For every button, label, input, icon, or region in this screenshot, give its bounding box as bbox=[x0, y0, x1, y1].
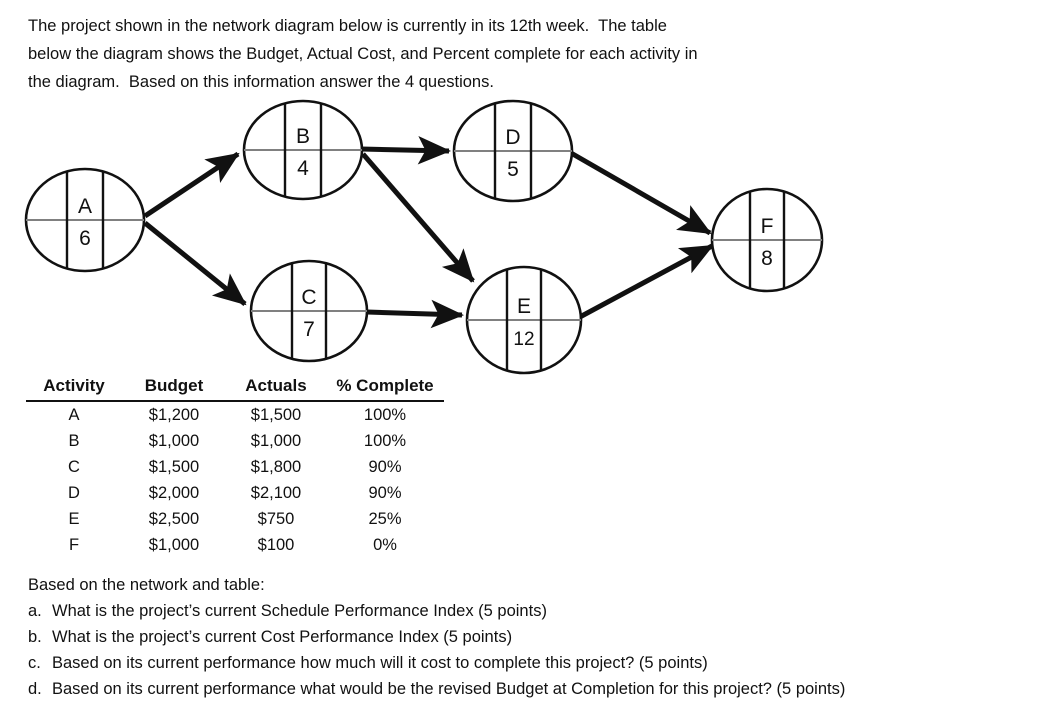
cell-percent: 25% bbox=[368, 510, 402, 528]
cell-actuals: $1,500 bbox=[250, 406, 302, 424]
table-row: C $1,500 $1,800 90% bbox=[26, 454, 444, 480]
cell-budget: $2,000 bbox=[148, 484, 200, 502]
network-node-e: E 12 bbox=[465, 265, 583, 375]
cell-actuals: $1,000 bbox=[250, 432, 302, 450]
network-node-b: B4 bbox=[242, 99, 364, 201]
cell-activity: A bbox=[68, 406, 80, 424]
node-duration-a: 6 bbox=[79, 227, 91, 250]
table-row: E $2,500 $750 25% bbox=[26, 506, 444, 532]
cell-budget: $1,200 bbox=[148, 406, 200, 424]
intro-line-2: below the diagram shows the Budget, Actu… bbox=[28, 45, 698, 63]
edges-group bbox=[143, 136, 714, 329]
network-node-a: A6 bbox=[24, 167, 146, 273]
question-text: What is the project’s current Schedule P… bbox=[52, 602, 547, 620]
edge-d-f bbox=[569, 150, 712, 236]
question-item-c: c. Based on its current performance how m… bbox=[28, 650, 1038, 676]
cell-budget: $1,000 bbox=[148, 432, 200, 450]
node-duration-e: 12 bbox=[513, 329, 534, 350]
cell-percent: 100% bbox=[363, 406, 407, 424]
cell-activity: B bbox=[68, 432, 80, 450]
cell-budget: $2,500 bbox=[148, 510, 200, 528]
cell-activity: F bbox=[68, 536, 80, 554]
question-item-b: b. What is the project’s current Cost Per… bbox=[28, 624, 1038, 650]
edge-b-e bbox=[361, 152, 475, 283]
question-item-d: d. Based on its current performance what … bbox=[28, 676, 1038, 702]
node-duration-c: 7 bbox=[303, 318, 315, 341]
questions-block: Based on the network and table: a. What i… bbox=[28, 572, 1038, 702]
edge-e-f bbox=[576, 243, 714, 321]
node-letter-a: A bbox=[78, 195, 92, 218]
questions-list: a. What is the project’s current Schedule… bbox=[28, 598, 1038, 702]
question-text: Based on its current performance how muc… bbox=[52, 654, 708, 672]
table-header-row: Activity Budget Actuals % Complete bbox=[26, 376, 444, 402]
cell-percent: 90% bbox=[368, 484, 402, 502]
column-header-percent: % Complete bbox=[326, 376, 444, 402]
network-node-f: F8 bbox=[710, 187, 824, 293]
intro-line-1: The project shown in the network diagram… bbox=[28, 17, 667, 35]
node-duration-d: 5 bbox=[507, 158, 519, 181]
node-duration-f: 8 bbox=[761, 247, 773, 270]
cell-activity: D bbox=[68, 484, 80, 502]
cell-percent: 0% bbox=[373, 536, 397, 554]
question-marker: c. bbox=[28, 654, 41, 672]
cell-actuals: $750 bbox=[257, 510, 295, 528]
node-duration-b: 4 bbox=[297, 157, 309, 180]
node-letter-e: E bbox=[517, 295, 531, 318]
cell-actuals: $2,100 bbox=[250, 484, 302, 502]
table-row: F $1,000 $100 0% bbox=[26, 532, 444, 558]
edge-b-d bbox=[360, 136, 451, 165]
edge-a-b bbox=[143, 151, 240, 219]
cell-percent: 90% bbox=[368, 458, 402, 476]
question-text: What is the project’s current Cost Perfo… bbox=[52, 628, 513, 646]
column-header-budget: Budget bbox=[122, 376, 226, 402]
node-letter-b: B bbox=[296, 125, 310, 148]
cell-budget: $1,500 bbox=[148, 458, 200, 476]
node-letter-d: D bbox=[505, 126, 520, 149]
edge-a-c bbox=[143, 221, 247, 306]
network-node-c: C7 bbox=[249, 259, 369, 363]
questions-lead: Based on the network and table: bbox=[28, 576, 265, 594]
intro-line-3: the diagram. Based on this information a… bbox=[28, 73, 494, 91]
table-row: A $1,200 $1,500 100% bbox=[26, 401, 444, 428]
activity-table-body: A $1,200 $1,500 100% B $1,000 $1,000 100% C $1,50… bbox=[26, 401, 444, 558]
question-marker: b. bbox=[28, 628, 42, 646]
question-marker: d. bbox=[28, 680, 42, 698]
edge-c-e bbox=[366, 299, 464, 329]
question-item-a: a. What is the project’s current Schedule… bbox=[28, 598, 1038, 624]
node-letter-f: F bbox=[761, 215, 774, 238]
column-header-actuals: Actuals bbox=[226, 376, 326, 402]
intro-paragraph: The project shown in the network diagram… bbox=[28, 12, 1008, 96]
cell-budget: $1,000 bbox=[148, 536, 200, 554]
table-row: D $2,000 $2,100 90% bbox=[26, 480, 444, 506]
question-text: Based on its current performance what wo… bbox=[52, 680, 846, 698]
cell-activity: C bbox=[68, 458, 80, 476]
activity-table: Activity Budget Actuals % Complete A $1,2… bbox=[26, 376, 444, 558]
cell-actuals: $1,800 bbox=[250, 458, 302, 476]
cell-activity: E bbox=[68, 510, 80, 528]
cell-percent: 100% bbox=[363, 432, 407, 450]
column-header-activity: Activity bbox=[26, 376, 122, 402]
table-row: B $1,000 $1,000 100% bbox=[26, 428, 444, 454]
question-marker: a. bbox=[28, 602, 42, 620]
cell-actuals: $100 bbox=[257, 536, 295, 554]
node-letter-c: C bbox=[301, 286, 316, 309]
network-node-d: D5 bbox=[452, 99, 574, 203]
